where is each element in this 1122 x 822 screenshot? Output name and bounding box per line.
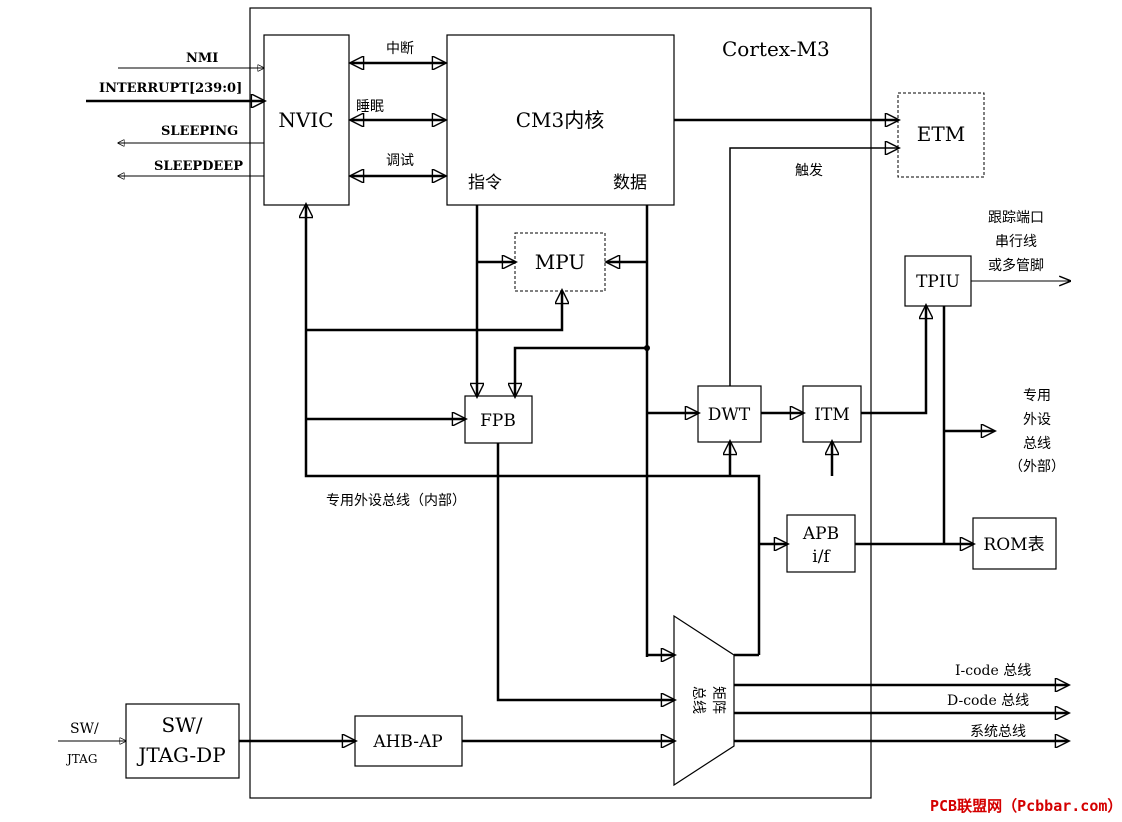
fpb-block: FPB [464, 395, 533, 444]
sleeping-label: SLEEPING [161, 124, 238, 139]
nmi-label: NMI [186, 51, 218, 66]
sw-input-label-1: SW/ [70, 721, 99, 737]
cortex-m3-title: Cortex-M3 [722, 37, 830, 61]
ppb-to-mpu [306, 291, 562, 332]
sw-jtag-dp-label-1: SW/ [162, 713, 203, 737]
dwt-label: DWT [708, 405, 751, 425]
mpu-label: MPU [535, 250, 585, 274]
tpiu-block: TPIU [904, 255, 972, 307]
debug-link-label: 调试 [386, 153, 414, 169]
core-data-label: 数据 [613, 173, 647, 193]
dcode-bus: D-code 总线 [734, 693, 1068, 713]
fpb-to-matrix [496, 443, 674, 700]
icode-label: I-code 总线 [955, 663, 1031, 679]
interrupt-link: 中断 [351, 41, 445, 63]
ppb-internal-bus [306, 205, 761, 655]
data-junction-dot [644, 345, 650, 351]
interrupt-signal: INTERRUPT[239:0] [86, 81, 264, 101]
itm-to-tpiu [861, 306, 926, 415]
system-bus: 系统总线 [734, 724, 1068, 741]
watermark: PCB联盟网（Pcbbar.com） [930, 797, 1122, 815]
sleep-link-label: 睡眠 [356, 99, 384, 115]
cm3-core-block: CM3内核 指令 数据 [446, 34, 675, 206]
trace-port-label-3: 或多管脚 [988, 257, 1044, 274]
interrupt-label: INTERRUPT[239:0] [99, 81, 242, 96]
sw-jtag-dp-block: SW/ JTAG-DP [125, 703, 240, 779]
sleepdeep-label: SLEEPDEEP [154, 159, 243, 174]
data-to-fpb [515, 346, 647, 396]
rom-table-label: ROM表 [983, 535, 1044, 555]
bus-matrix-block: 总线 矩阵 [673, 614, 735, 787]
sleep-link: 睡眠 [351, 99, 445, 120]
interrupt-link-label: 中断 [386, 41, 414, 57]
dwt-trigger-to-etm [729, 148, 898, 386]
rom-table-block: ROM表 [972, 517, 1057, 570]
bus-matrix-label-2: 矩阵 [710, 686, 726, 714]
sleeping-signal: SLEEPING [118, 124, 264, 143]
system-bus-label: 系统总线 [970, 724, 1026, 740]
bus-matrix-label-1: 总线 [690, 686, 706, 714]
apb-label-1: APB [802, 524, 839, 544]
trigger-label: 触发 [795, 163, 823, 179]
trace-port-label-2: 串行线 [995, 234, 1037, 250]
ppb-ext-label-2: 外设 [1023, 412, 1051, 428]
trace-port-label-1: 跟踪端口 [988, 210, 1044, 226]
sw-jtag-dp-label-2: JTAG-DP [136, 743, 225, 767]
itm-block: ITM [802, 385, 862, 443]
nvic-block: NVIC [263, 34, 350, 206]
tpiu-label: TPIU [916, 272, 960, 292]
sw-input-label-2: JTAG [65, 752, 97, 766]
dcode-label: D-code 总线 [947, 693, 1029, 709]
ppb-external-label: 专用 外设 总线 （外部） [1009, 388, 1065, 475]
core-instr-label: 指令 [468, 173, 502, 193]
cm3-core-label: CM3内核 [516, 108, 605, 132]
trace-port-label: 跟踪端口 串行线 或多管脚 [988, 210, 1044, 274]
cortex-m3-boundary [249, 7, 872, 799]
ahb-ap-label: AHB-AP [372, 732, 442, 752]
mpu-block: MPU [514, 232, 606, 292]
apb-label-2: i/f [812, 547, 831, 567]
itm-label: ITM [814, 405, 849, 425]
nvic-label: NVIC [278, 108, 333, 132]
ppb-internal-label: 专用外设总线（内部） [326, 493, 466, 509]
debug-link: 调试 [351, 153, 445, 176]
dwt-block: DWT [697, 385, 762, 443]
etm-label: ETM [917, 122, 965, 146]
fpb-label: FPB [480, 411, 516, 431]
ahb-ap-block: AHB-AP [354, 715, 463, 767]
ppb-ext-label-4: （外部） [1009, 459, 1065, 475]
ppb-ext-label-1: 专用 [1023, 388, 1051, 404]
apb-if-block: APB i/f [786, 514, 856, 573]
ppb-ext-label-3: 总线 [1023, 436, 1051, 452]
nmi-signal: NMI [118, 51, 264, 68]
etm-block: ETM [897, 92, 985, 178]
sleepdeep-signal: SLEEPDEEP [118, 159, 264, 176]
icode-bus: I-code 总线 [734, 663, 1068, 685]
